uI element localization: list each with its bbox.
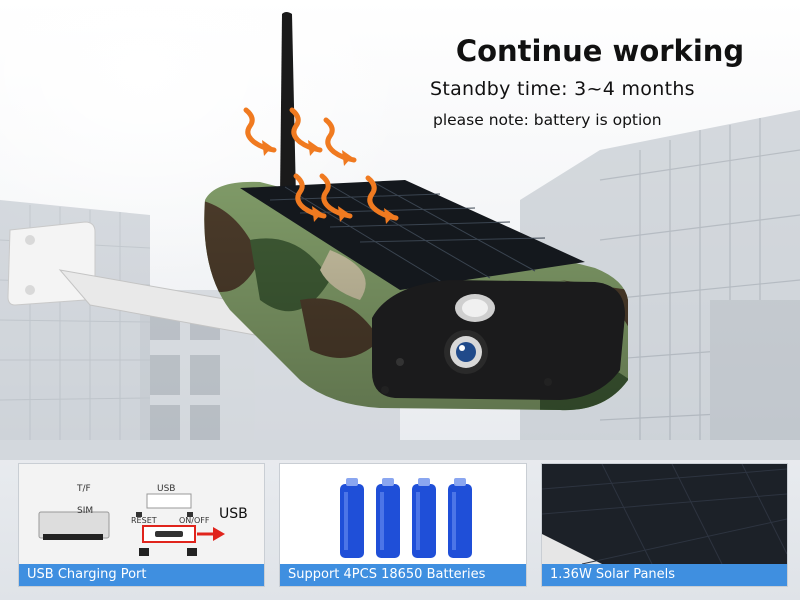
standby-time-text: Standby time: 3~4 months <box>430 78 695 100</box>
solar-panel-caption: 1.36W Solar Panels <box>542 564 787 586</box>
battery-icon <box>376 478 400 558</box>
battery-icon <box>340 478 364 558</box>
wall-mount <box>7 221 257 336</box>
usb-port-panel: T/F SIM USB RESET ON/OFF USB USB Chargin… <box>18 463 265 587</box>
camera-front-face <box>372 280 625 400</box>
battery-icon <box>412 478 436 558</box>
sim-label: SIM <box>77 506 94 516</box>
arrow-right-icon <box>213 527 225 541</box>
reset-label: RESET <box>131 516 157 525</box>
solar-panel-panel: 1.36W Solar Panels <box>541 463 788 587</box>
lens-icon <box>444 330 488 374</box>
usb-top-label: USB <box>157 484 176 494</box>
usb-port-illustration <box>19 464 264 564</box>
headline-title: Continue working <box>455 34 745 68</box>
batteries-panel: Support 4PCS 18650 Batteries <box>279 463 527 587</box>
batteries-illustration <box>280 464 526 564</box>
antenna-icon <box>280 12 296 198</box>
usb-port-caption: USB Charging Port <box>19 564 264 586</box>
solar-panel-illustration <box>542 464 787 565</box>
tf-label: T/F <box>77 484 91 494</box>
battery-icon <box>448 478 472 558</box>
usb-callout-label: USB <box>219 506 248 522</box>
pir-sensor <box>455 294 495 322</box>
onoff-label: ON/OFF <box>179 516 210 525</box>
batteries-caption: Support 4PCS 18650 Batteries <box>280 564 526 586</box>
battery-note-text: please note: battery is option <box>433 111 662 129</box>
